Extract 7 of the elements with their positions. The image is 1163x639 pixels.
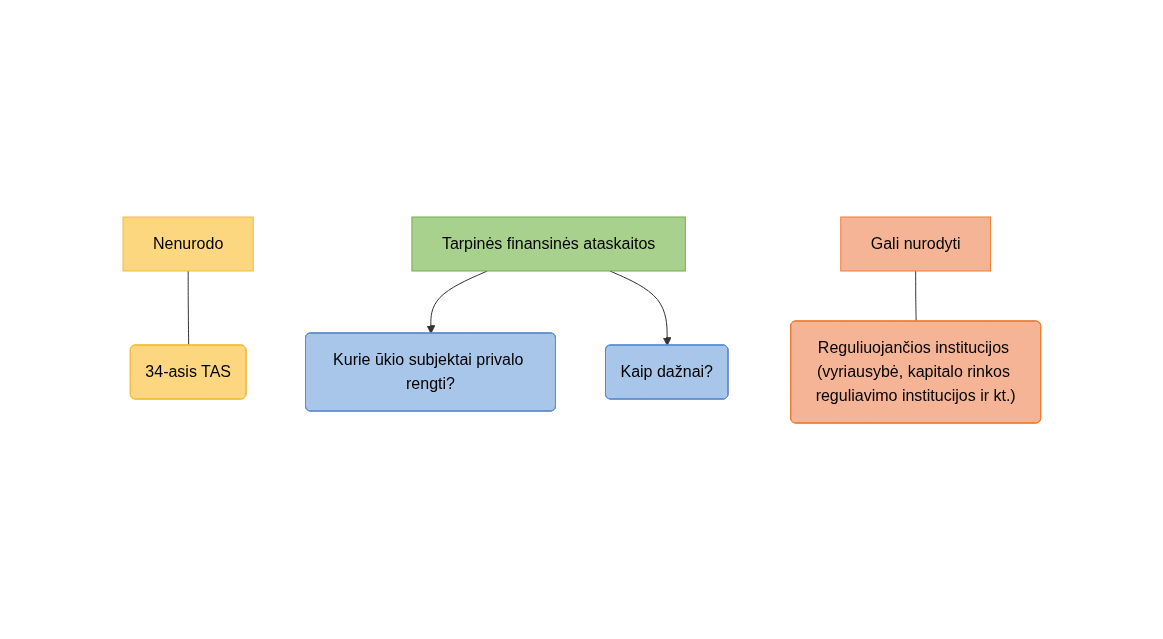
node-box: Nenurodo [122, 216, 254, 271]
arrow [609, 270, 672, 346]
arrow [426, 270, 488, 334]
node-box: Tarpinės finansinės ataskaitos [411, 216, 686, 271]
node-box: Gali nurodyti [839, 216, 991, 271]
connector [187, 270, 189, 346]
connector [914, 270, 917, 322]
